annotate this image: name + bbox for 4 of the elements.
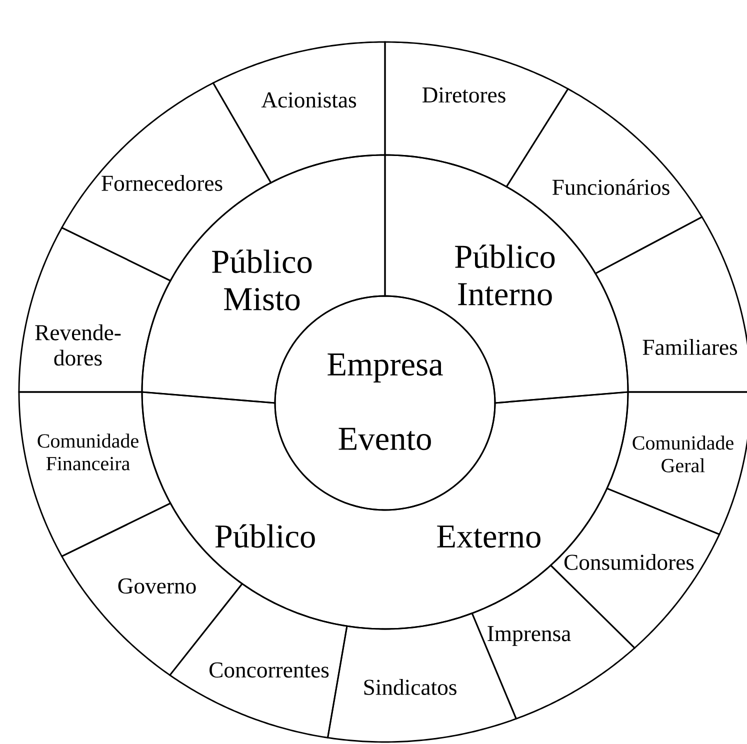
ring-segment: Comunidade Financeira	[18, 391, 172, 558]
ring-segment: Familiares	[594, 216, 747, 393]
ring-segment: Comunidade Geral	[606, 391, 747, 536]
ring-segment: Revende- dores	[18, 226, 172, 393]
